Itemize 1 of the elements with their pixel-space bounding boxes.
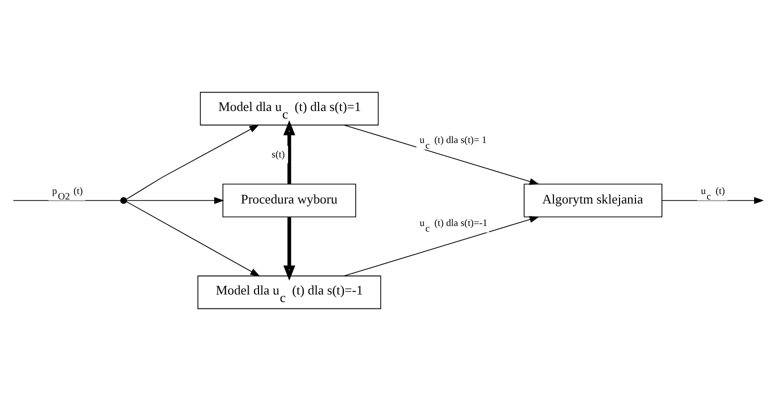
edge-label: s(t) [272, 150, 285, 161]
